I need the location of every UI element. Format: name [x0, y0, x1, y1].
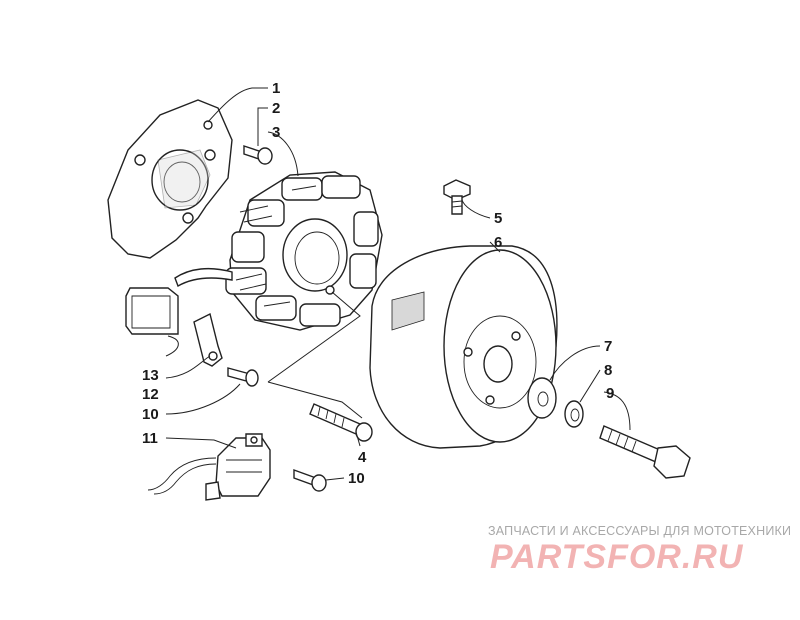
base-plate-screw: [243, 145, 273, 165]
callout-10-upper: 10: [142, 406, 159, 423]
callout-8: 8: [604, 362, 612, 379]
callout-labels: 1 2 3 4 5 6 7 8 9 10 10 11 12 13: [142, 80, 614, 487]
flywheel: [369, 245, 558, 449]
callout-4: 4: [358, 449, 367, 466]
lock-washer: [564, 400, 584, 428]
flange-bolt-small: [443, 179, 471, 215]
stator-base-plate: [107, 99, 233, 259]
callout-1: 1: [272, 80, 280, 97]
flywheel-bolt: [599, 425, 691, 479]
washer: [527, 377, 557, 419]
watermark-logo: PARTSFOR.RU: [490, 538, 744, 576]
screw-lower: [293, 469, 327, 492]
pickup-coil: [147, 433, 271, 501]
bracket: [193, 312, 223, 367]
callout-10-lower: 10: [348, 470, 365, 487]
stator-bolt: [309, 403, 373, 442]
watermark: ЗАПЧАСТИ И АКСЕССУАРЫ ДЛЯ МОТОТЕХНИКИ PA…: [488, 524, 792, 576]
callout-9: 9: [606, 385, 614, 402]
stator-coil-assembly: [174, 171, 383, 331]
pickup-plate: [125, 287, 179, 335]
screw-upper: [227, 367, 259, 387]
callout-3: 3: [272, 124, 280, 141]
callout-12: 12: [142, 386, 159, 403]
leader-lines: [165, 87, 631, 481]
callout-6: 6: [494, 234, 502, 251]
callout-11: 11: [142, 430, 158, 447]
callout-13: 13: [142, 367, 159, 384]
callout-5: 5: [494, 210, 502, 227]
callout-7: 7: [604, 338, 612, 355]
watermark-caption: ЗАПЧАСТИ И АКСЕССУАРЫ ДЛЯ МОТОТЕХНИКИ: [488, 524, 792, 538]
callout-2: 2: [272, 100, 280, 117]
